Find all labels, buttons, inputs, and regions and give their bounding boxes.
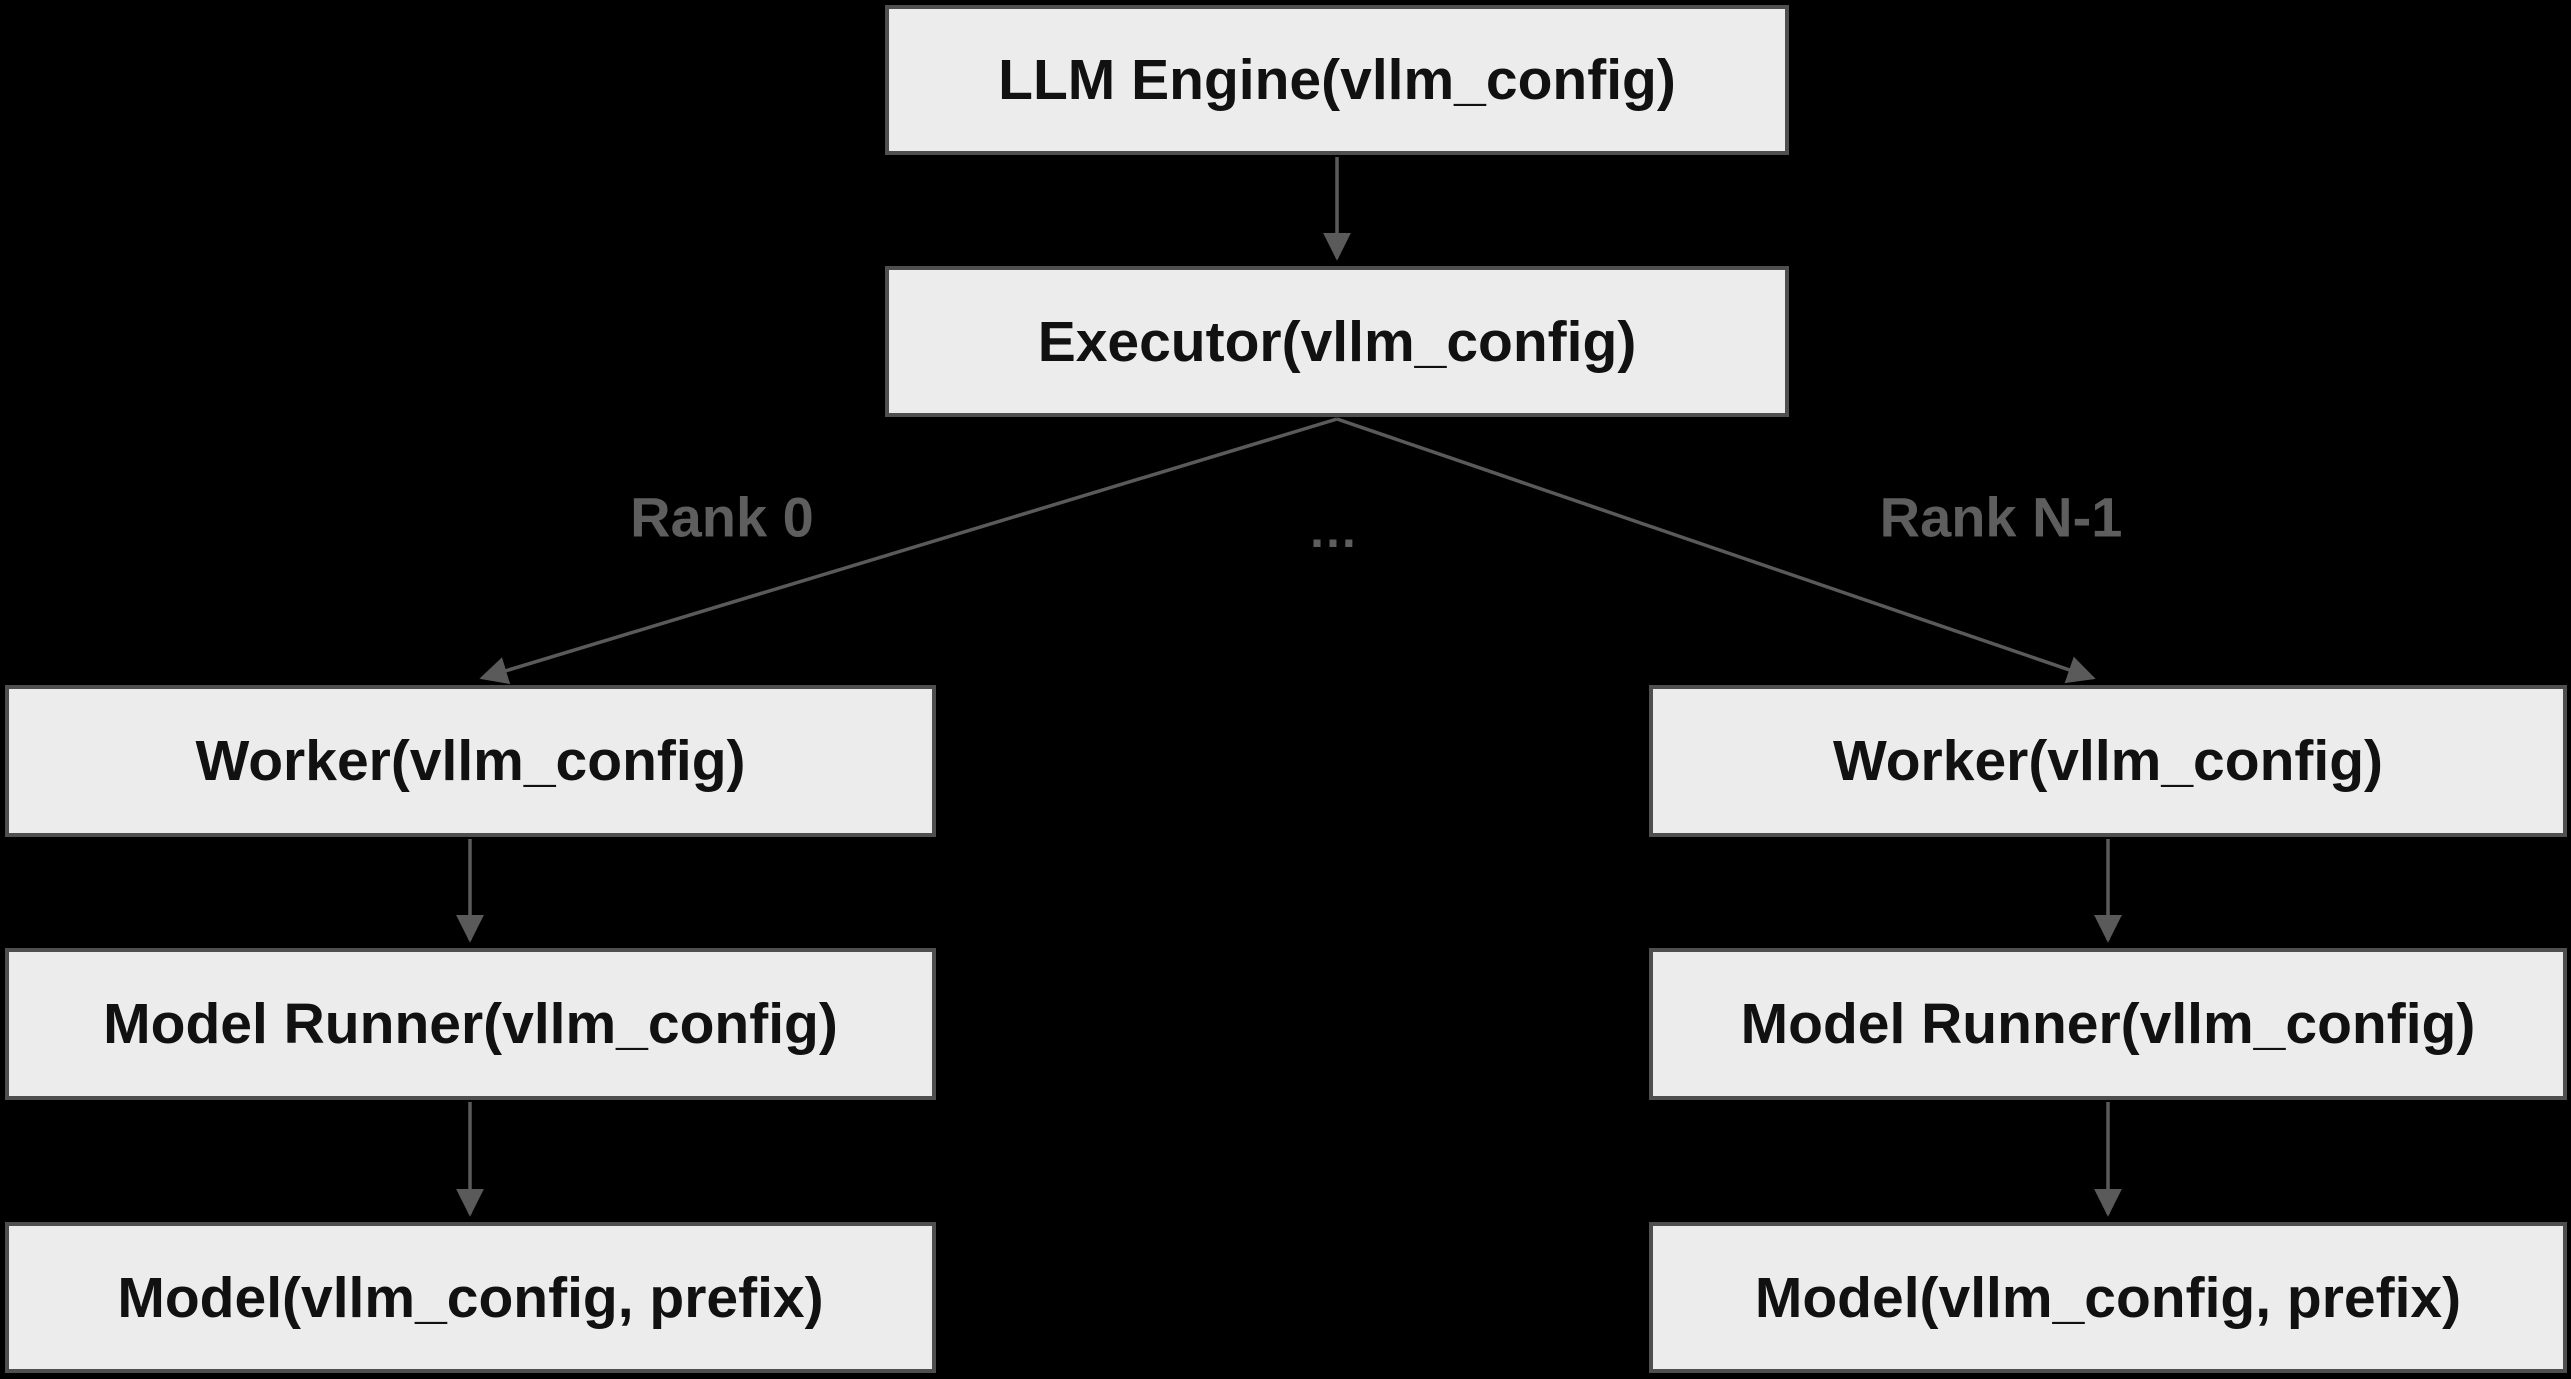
node-executor: Executor(vllm_config)	[885, 266, 1789, 417]
node-worker-rank-n-1-label: Worker(vllm_config)	[1832, 729, 2384, 793]
node-model-rank-0-label: Model(vllm_config, prefix)	[117, 1265, 824, 1330]
node-model-runner-rank-n-1-label: Model Runner(vllm_config)	[1740, 992, 2476, 1056]
edge-label-rank-n-1: Rank N-1	[1879, 485, 2123, 549]
node-model-rank-n-1: Model(vllm_config, prefix)	[1649, 1222, 2567, 1373]
node-llm-engine-label: LLM Engine(vllm_config)	[998, 48, 1676, 112]
edge-executor-to-worker-n	[1336, 417, 2096, 684]
edge-label-rank-0: Rank 0	[630, 485, 814, 549]
edge-executor-to-worker-0	[479, 417, 1338, 685]
node-worker-rank-0-label: Worker(vllm_config)	[195, 729, 746, 793]
node-model-rank-0: Model(vllm_config, prefix)	[5, 1222, 936, 1373]
node-worker-rank-n-1: Worker(vllm_config)	[1649, 685, 2567, 837]
node-executor-label: Executor(vllm_config)	[1037, 309, 1637, 374]
node-model-runner-rank-0-label: Model Runner(vllm_config)	[103, 992, 838, 1056]
node-llm-engine: LLM Engine(vllm_config)	[885, 5, 1789, 155]
node-model-rank-n-1-label: Model(vllm_config, prefix)	[1754, 1265, 2462, 1330]
node-model-runner-rank-n-1: Model Runner(vllm_config)	[1649, 948, 2567, 1100]
node-worker-rank-0: Worker(vllm_config)	[5, 685, 936, 837]
edge-label-ellipsis: …	[1308, 502, 1358, 558]
node-model-runner-rank-0: Model Runner(vllm_config)	[5, 948, 936, 1100]
